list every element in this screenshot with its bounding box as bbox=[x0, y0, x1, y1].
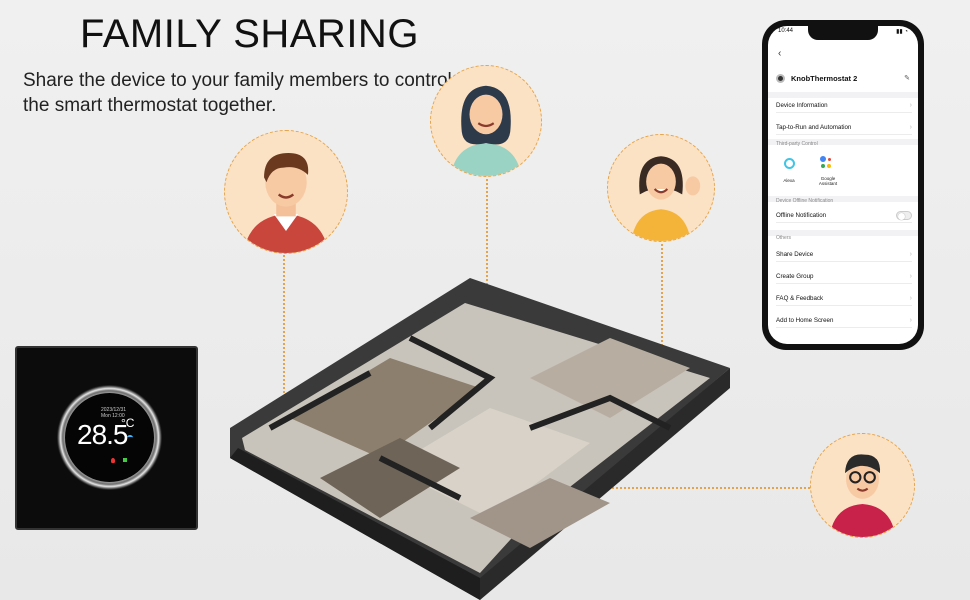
section-offline: Device Offline Notification bbox=[776, 198, 834, 204]
flame-icon bbox=[111, 458, 115, 463]
chevron-right-icon: › bbox=[909, 317, 912, 324]
pencil-icon[interactable]: ✎ bbox=[904, 75, 910, 82]
connector-1 bbox=[283, 255, 285, 405]
chevron-right-icon: › bbox=[909, 124, 912, 131]
thermostat-device: 2023/12/31 Mon 12:00 28.5 °C bbox=[15, 346, 198, 530]
row-faq-feedback[interactable]: FAQ & Feedback› bbox=[776, 292, 912, 306]
google-assistant-icon[interactable] bbox=[820, 156, 834, 170]
chevron-right-icon: › bbox=[909, 251, 912, 258]
page-subtitle: Share the device to your family members … bbox=[23, 70, 452, 116]
row-offline-notification: Offline Notification bbox=[776, 209, 912, 223]
lock-icon bbox=[123, 458, 127, 462]
offline-notification-toggle[interactable] bbox=[896, 211, 912, 220]
thermostat-unit: °C bbox=[121, 416, 135, 430]
phone-notch bbox=[808, 26, 878, 40]
thermostat-date: 2023/12/31 bbox=[101, 407, 127, 413]
chevron-right-icon: › bbox=[909, 295, 912, 302]
row-tap-to-run[interactable]: Tap-to-Run and Automation› bbox=[776, 121, 912, 135]
avatar-woman-teal bbox=[430, 65, 542, 177]
device-name: KnobThermostat 2 bbox=[791, 73, 858, 83]
wifi-icon bbox=[127, 435, 133, 440]
alexa-icon[interactable] bbox=[784, 158, 795, 169]
back-chevron-icon[interactable]: ‹ bbox=[778, 48, 782, 59]
device-header: KnobThermostat 2 ✎ bbox=[776, 70, 910, 86]
thermostat-icon bbox=[776, 73, 785, 83]
app-screen: 10:44 ▮▮ ◔ ‹ KnobThermostat 2 ✎ Device I… bbox=[768, 26, 918, 344]
status-time: 10:44 bbox=[778, 28, 794, 34]
chevron-right-icon: › bbox=[909, 273, 912, 280]
signal-icon: ▮▮ ◔ bbox=[896, 29, 908, 35]
avatar-man-glasses bbox=[810, 433, 915, 538]
thermostat-display: 2023/12/31 Mon 12:00 28.5 °C bbox=[65, 393, 154, 482]
row-share-device[interactable]: Share Device› bbox=[776, 248, 912, 262]
avatar-man bbox=[224, 130, 348, 254]
connector-4 bbox=[540, 487, 810, 489]
avatar-woman-waving bbox=[607, 134, 715, 242]
page-title: FAMILY SHARING bbox=[80, 12, 419, 56]
row-create-group[interactable]: Create Group› bbox=[776, 270, 912, 284]
apartment-floorplan-illustration bbox=[230, 278, 730, 600]
thermostat-time: Mon 12:00 bbox=[101, 413, 125, 419]
section-others: Others bbox=[776, 235, 792, 241]
smartphone: 10:44 ▮▮ ◔ ‹ KnobThermostat 2 ✎ Device I… bbox=[762, 20, 924, 350]
chevron-right-icon: › bbox=[909, 102, 912, 109]
alexa-label: Alexa bbox=[783, 178, 795, 183]
row-add-home-screen[interactable]: Add to Home Screen› bbox=[776, 314, 912, 328]
row-device-information[interactable]: Device Information› bbox=[776, 99, 912, 113]
connector-3 bbox=[661, 240, 663, 370]
thermostat-temperature: 28.5 bbox=[77, 419, 128, 450]
section-third-party: Third-party Control bbox=[776, 141, 818, 147]
google-assistant-label: Google Assistant bbox=[818, 176, 838, 186]
connector-2 bbox=[486, 172, 488, 312]
